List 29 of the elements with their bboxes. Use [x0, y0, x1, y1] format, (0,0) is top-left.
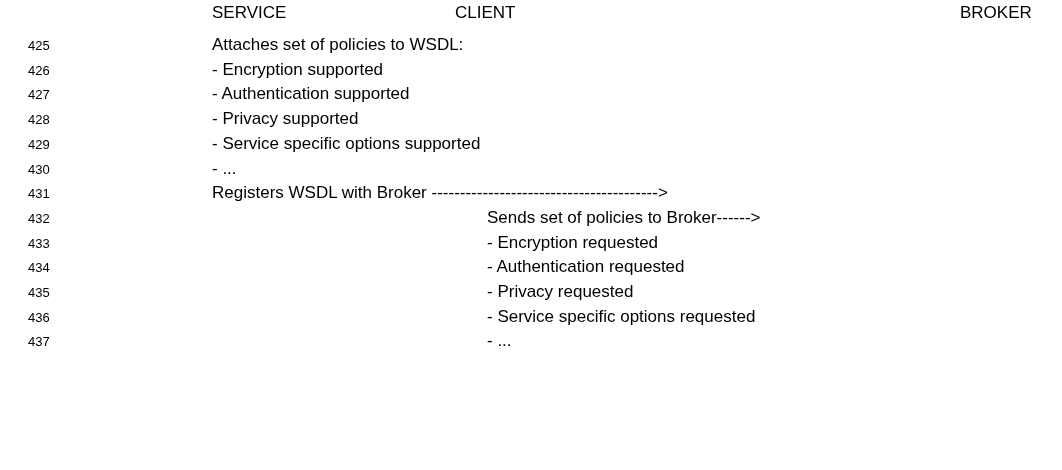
line-number: 429 [28, 137, 50, 153]
text-line: - Encryption requested [487, 233, 659, 253]
column-heading: SERVICE [212, 4, 287, 23]
line-number: 428 [28, 113, 50, 128]
text-line: - Service specific options requested [487, 307, 756, 327]
text-line: - Privacy supported [212, 110, 359, 129]
text-line: - ... [487, 332, 512, 352]
line-number: 436 [28, 310, 50, 325]
line-number: 430 [28, 162, 50, 177]
text-line: Attaches set of policies to WSDL: [212, 36, 464, 55]
text-line: Registers WSDL with Broker ----------------------------------------> [212, 184, 668, 203]
text-line: Sends set of policies to Broker------> [487, 208, 761, 228]
line-number: 425 [28, 39, 50, 54]
text-line: - Authentication supported [212, 85, 410, 105]
column-heading: CLIENT [455, 4, 516, 23]
line-number: 432 [28, 211, 50, 227]
text-line: - ... [212, 159, 237, 179]
line-number: 433 [28, 236, 50, 251]
text-line: - Service specific options supported [212, 134, 481, 154]
line-number: 431 [28, 187, 50, 202]
text-line: - Privacy requested [487, 283, 634, 302]
line-number: 434 [28, 261, 50, 276]
line-number: 427 [28, 88, 50, 103]
line-number: 426 [28, 63, 50, 78]
line-number: 435 [28, 286, 50, 301]
text-line: - Encryption supported [212, 60, 384, 80]
text-line: - Authentication requested [487, 258, 685, 277]
column-heading: BROKER [960, 4, 1032, 23]
line-number: 437 [28, 335, 50, 350]
